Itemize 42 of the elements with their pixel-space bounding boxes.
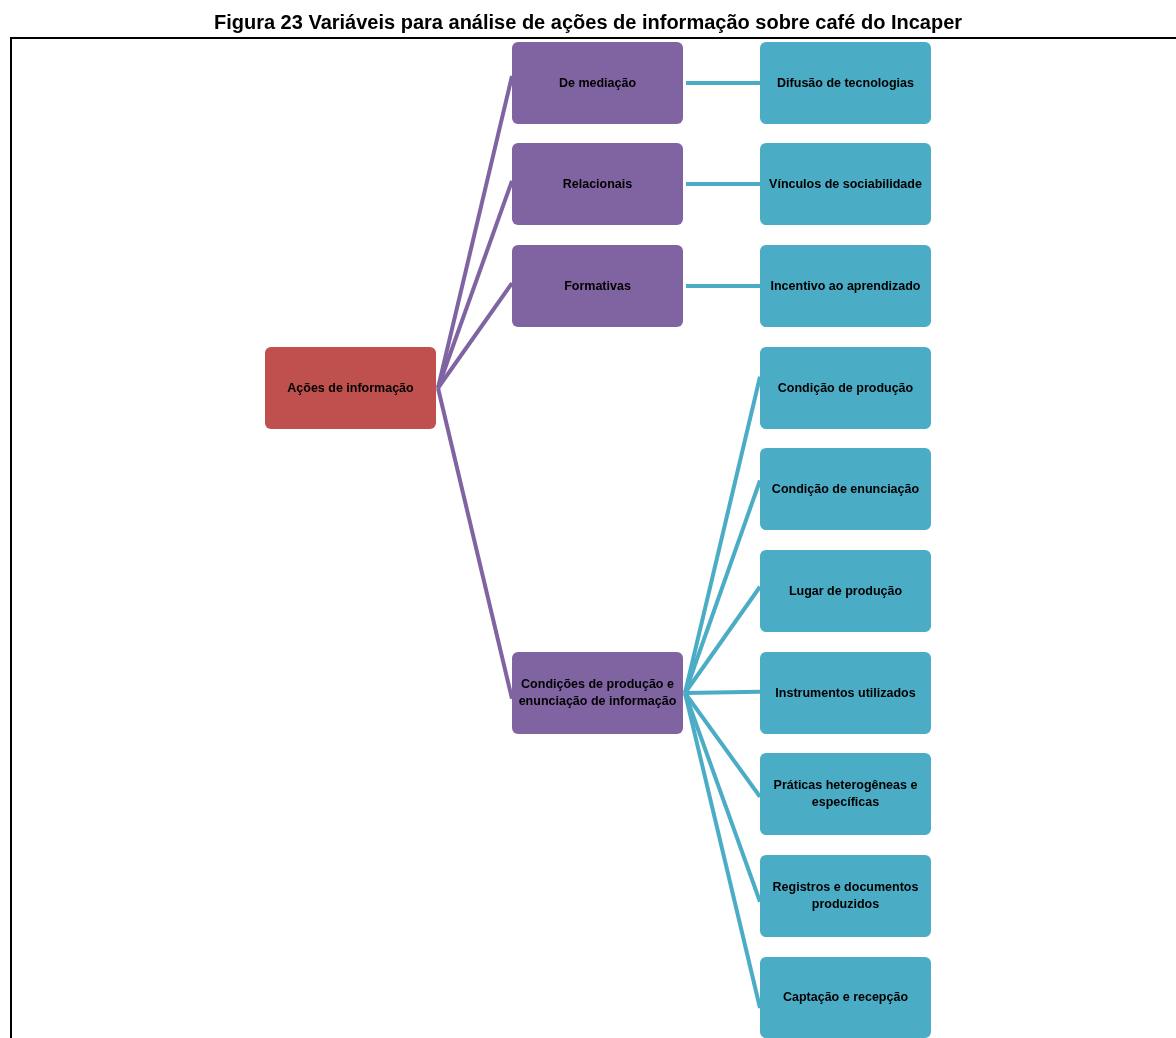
connector-line — [436, 75, 514, 389]
box-label: Relacionais — [562, 175, 633, 193]
figure-title: Figura 23 Variáveis para análise de ações de informação sobre café do Incaper — [212, 10, 964, 34]
category-box — [760, 448, 931, 530]
box-label: Condição de produção — [777, 379, 914, 397]
category-box — [760, 855, 931, 937]
connector-line — [436, 387, 514, 700]
box-label: Formativas — [564, 277, 631, 295]
category-box — [760, 957, 931, 1038]
category-box — [265, 347, 436, 429]
connector-line — [684, 689, 761, 695]
connector-line — [683, 479, 762, 694]
connector-line — [683, 692, 762, 903]
box-label: Condição de enunciação — [771, 480, 920, 498]
category-box — [760, 753, 931, 835]
connector-line — [683, 692, 762, 1009]
box-label: Captação e recepção — [782, 989, 909, 1006]
connector-line — [686, 284, 760, 288]
category-box — [512, 245, 683, 327]
box-label: Práticas heterogêneas e específicas — [772, 777, 919, 811]
box-label: Lugar de produção — [788, 582, 903, 600]
category-box — [760, 347, 931, 429]
connector-line — [686, 81, 760, 85]
connector-line — [436, 180, 514, 389]
connector-line — [683, 376, 762, 694]
category-box — [512, 143, 683, 225]
category-box — [760, 245, 931, 327]
box-label: Ações de informação — [287, 379, 414, 397]
category-box — [512, 42, 683, 124]
box-label: Vínculos de sociabilidade — [769, 175, 922, 193]
category-box — [760, 652, 931, 734]
category-box — [760, 42, 931, 124]
box-label: De mediação — [558, 74, 637, 92]
category-box — [760, 550, 931, 632]
box-label: Incentivo ao aprendizado — [770, 277, 921, 295]
box-label: Difusão de tecnologias — [777, 74, 914, 92]
connector-line — [686, 182, 760, 186]
category-box — [760, 143, 931, 225]
box-label: Registros e documentos produzidos — [771, 879, 920, 913]
box-label: Condições de produção e enunciação de informação — [517, 676, 678, 710]
category-box — [512, 652, 683, 734]
box-label: Instrumentos utilizados — [775, 684, 916, 702]
